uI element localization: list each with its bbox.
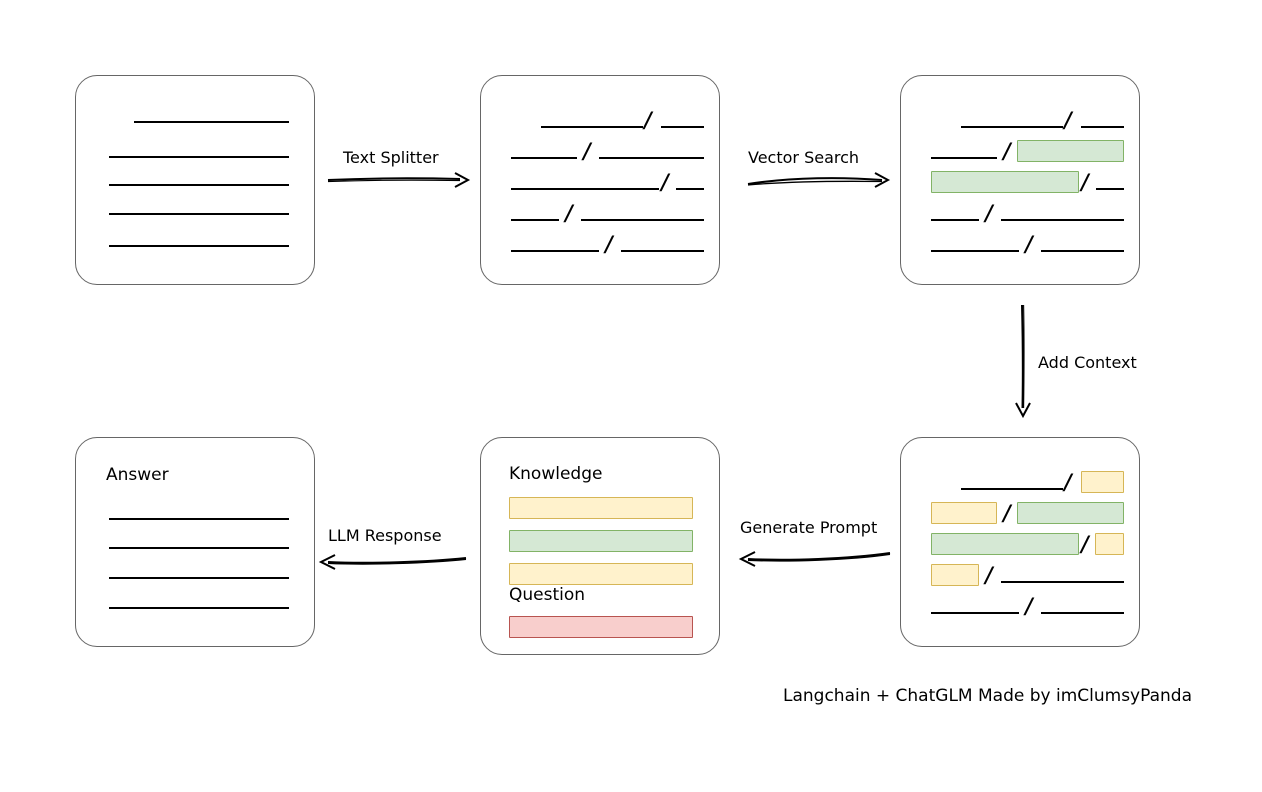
chunk-slash: / (1081, 169, 1089, 194)
chunk-line (961, 488, 1063, 490)
answer-line (109, 518, 289, 520)
chunk-line (511, 188, 659, 190)
chunk-slash: / (1003, 500, 1011, 525)
node-context-chunks[interactable]: / / / / / (900, 437, 1140, 647)
arrow-label-add-context: Add Context (1038, 353, 1137, 372)
chunk-slash: / (1081, 531, 1089, 556)
chunk-line (931, 157, 997, 159)
document-line (109, 184, 289, 186)
matched-chunk-highlight (1017, 140, 1124, 162)
chunk-line (661, 126, 704, 128)
chunk-slash: / (605, 231, 613, 256)
document-line (109, 156, 289, 158)
chunk-line (931, 612, 1019, 614)
chunk-slash: / (644, 107, 652, 132)
prompt-heading-question: Question (509, 585, 586, 605)
chunk-line (1081, 126, 1124, 128)
prompt-knowledge-chip (509, 530, 693, 552)
chunk-line (511, 219, 559, 221)
chunk-line (1001, 219, 1124, 221)
chunk-slash: / (1025, 593, 1033, 618)
context-chunk-highlight (1017, 502, 1124, 524)
chunk-line (599, 157, 704, 159)
context-chunk-highlight (931, 564, 979, 586)
chunk-line (1041, 612, 1124, 614)
chunk-slash: / (1064, 469, 1072, 494)
node-source-document[interactable] (75, 75, 315, 285)
chunk-slash: / (1064, 107, 1072, 132)
chunk-line (621, 250, 704, 252)
arrow-label-llm-response: LLM Response (328, 526, 442, 545)
chunk-line (1041, 250, 1124, 252)
chunk-line (676, 188, 704, 190)
chunk-line (931, 219, 979, 221)
chunk-slash: / (661, 169, 669, 194)
chunk-slash: / (985, 562, 993, 587)
answer-line (109, 547, 289, 549)
matched-chunk-highlight (931, 171, 1079, 193)
arrow-label-generate-prompt: Generate Prompt (740, 518, 878, 537)
answer-line (109, 607, 289, 609)
document-line (109, 213, 289, 215)
context-chunk-highlight (1095, 533, 1124, 555)
prompt-heading-knowledge: Knowledge (509, 464, 603, 484)
chunk-line (961, 126, 1063, 128)
chunk-slash: / (583, 138, 591, 163)
node-answer[interactable]: Answer (75, 437, 315, 647)
arrow-generate-prompt (738, 551, 891, 567)
answer-heading: Answer (106, 465, 169, 485)
arrow-label-text-splitter: Text Splitter (343, 148, 439, 167)
chunk-line (541, 126, 643, 128)
chunk-line (511, 250, 599, 252)
chunk-slash: / (565, 200, 573, 225)
node-matched-chunks[interactable]: / / / / / (900, 75, 1140, 285)
context-chunk-highlight (931, 502, 997, 524)
node-split-chunks[interactable]: / / / / / (480, 75, 720, 285)
chunk-line (511, 157, 577, 159)
chunk-slash: / (1003, 138, 1011, 163)
answer-line (109, 577, 289, 579)
arrow-label-vector-search: Vector Search (748, 148, 860, 167)
chunk-line (1001, 581, 1124, 583)
arrow-add-context (1015, 304, 1031, 419)
prompt-question-chip (509, 616, 693, 638)
context-chunk-highlight (931, 533, 1079, 555)
document-line (109, 245, 289, 247)
chunk-line (1096, 188, 1124, 190)
chunk-slash: / (985, 200, 993, 225)
chunk-line (581, 219, 704, 221)
node-prompt[interactable]: Knowledge Question (480, 437, 720, 655)
document-line (134, 121, 289, 123)
chunk-slash: / (1025, 231, 1033, 256)
context-chunk-highlight (1081, 471, 1124, 493)
prompt-knowledge-chip (509, 497, 693, 519)
arrow-llm-response (318, 554, 467, 570)
chunk-line (931, 250, 1019, 252)
arrow-vector-search (747, 172, 891, 188)
arrow-text-splitter (327, 172, 471, 188)
prompt-knowledge-chip (509, 563, 693, 585)
footer-credit: Langchain + ChatGLM Made by imClumsyPand… (783, 686, 1192, 706)
